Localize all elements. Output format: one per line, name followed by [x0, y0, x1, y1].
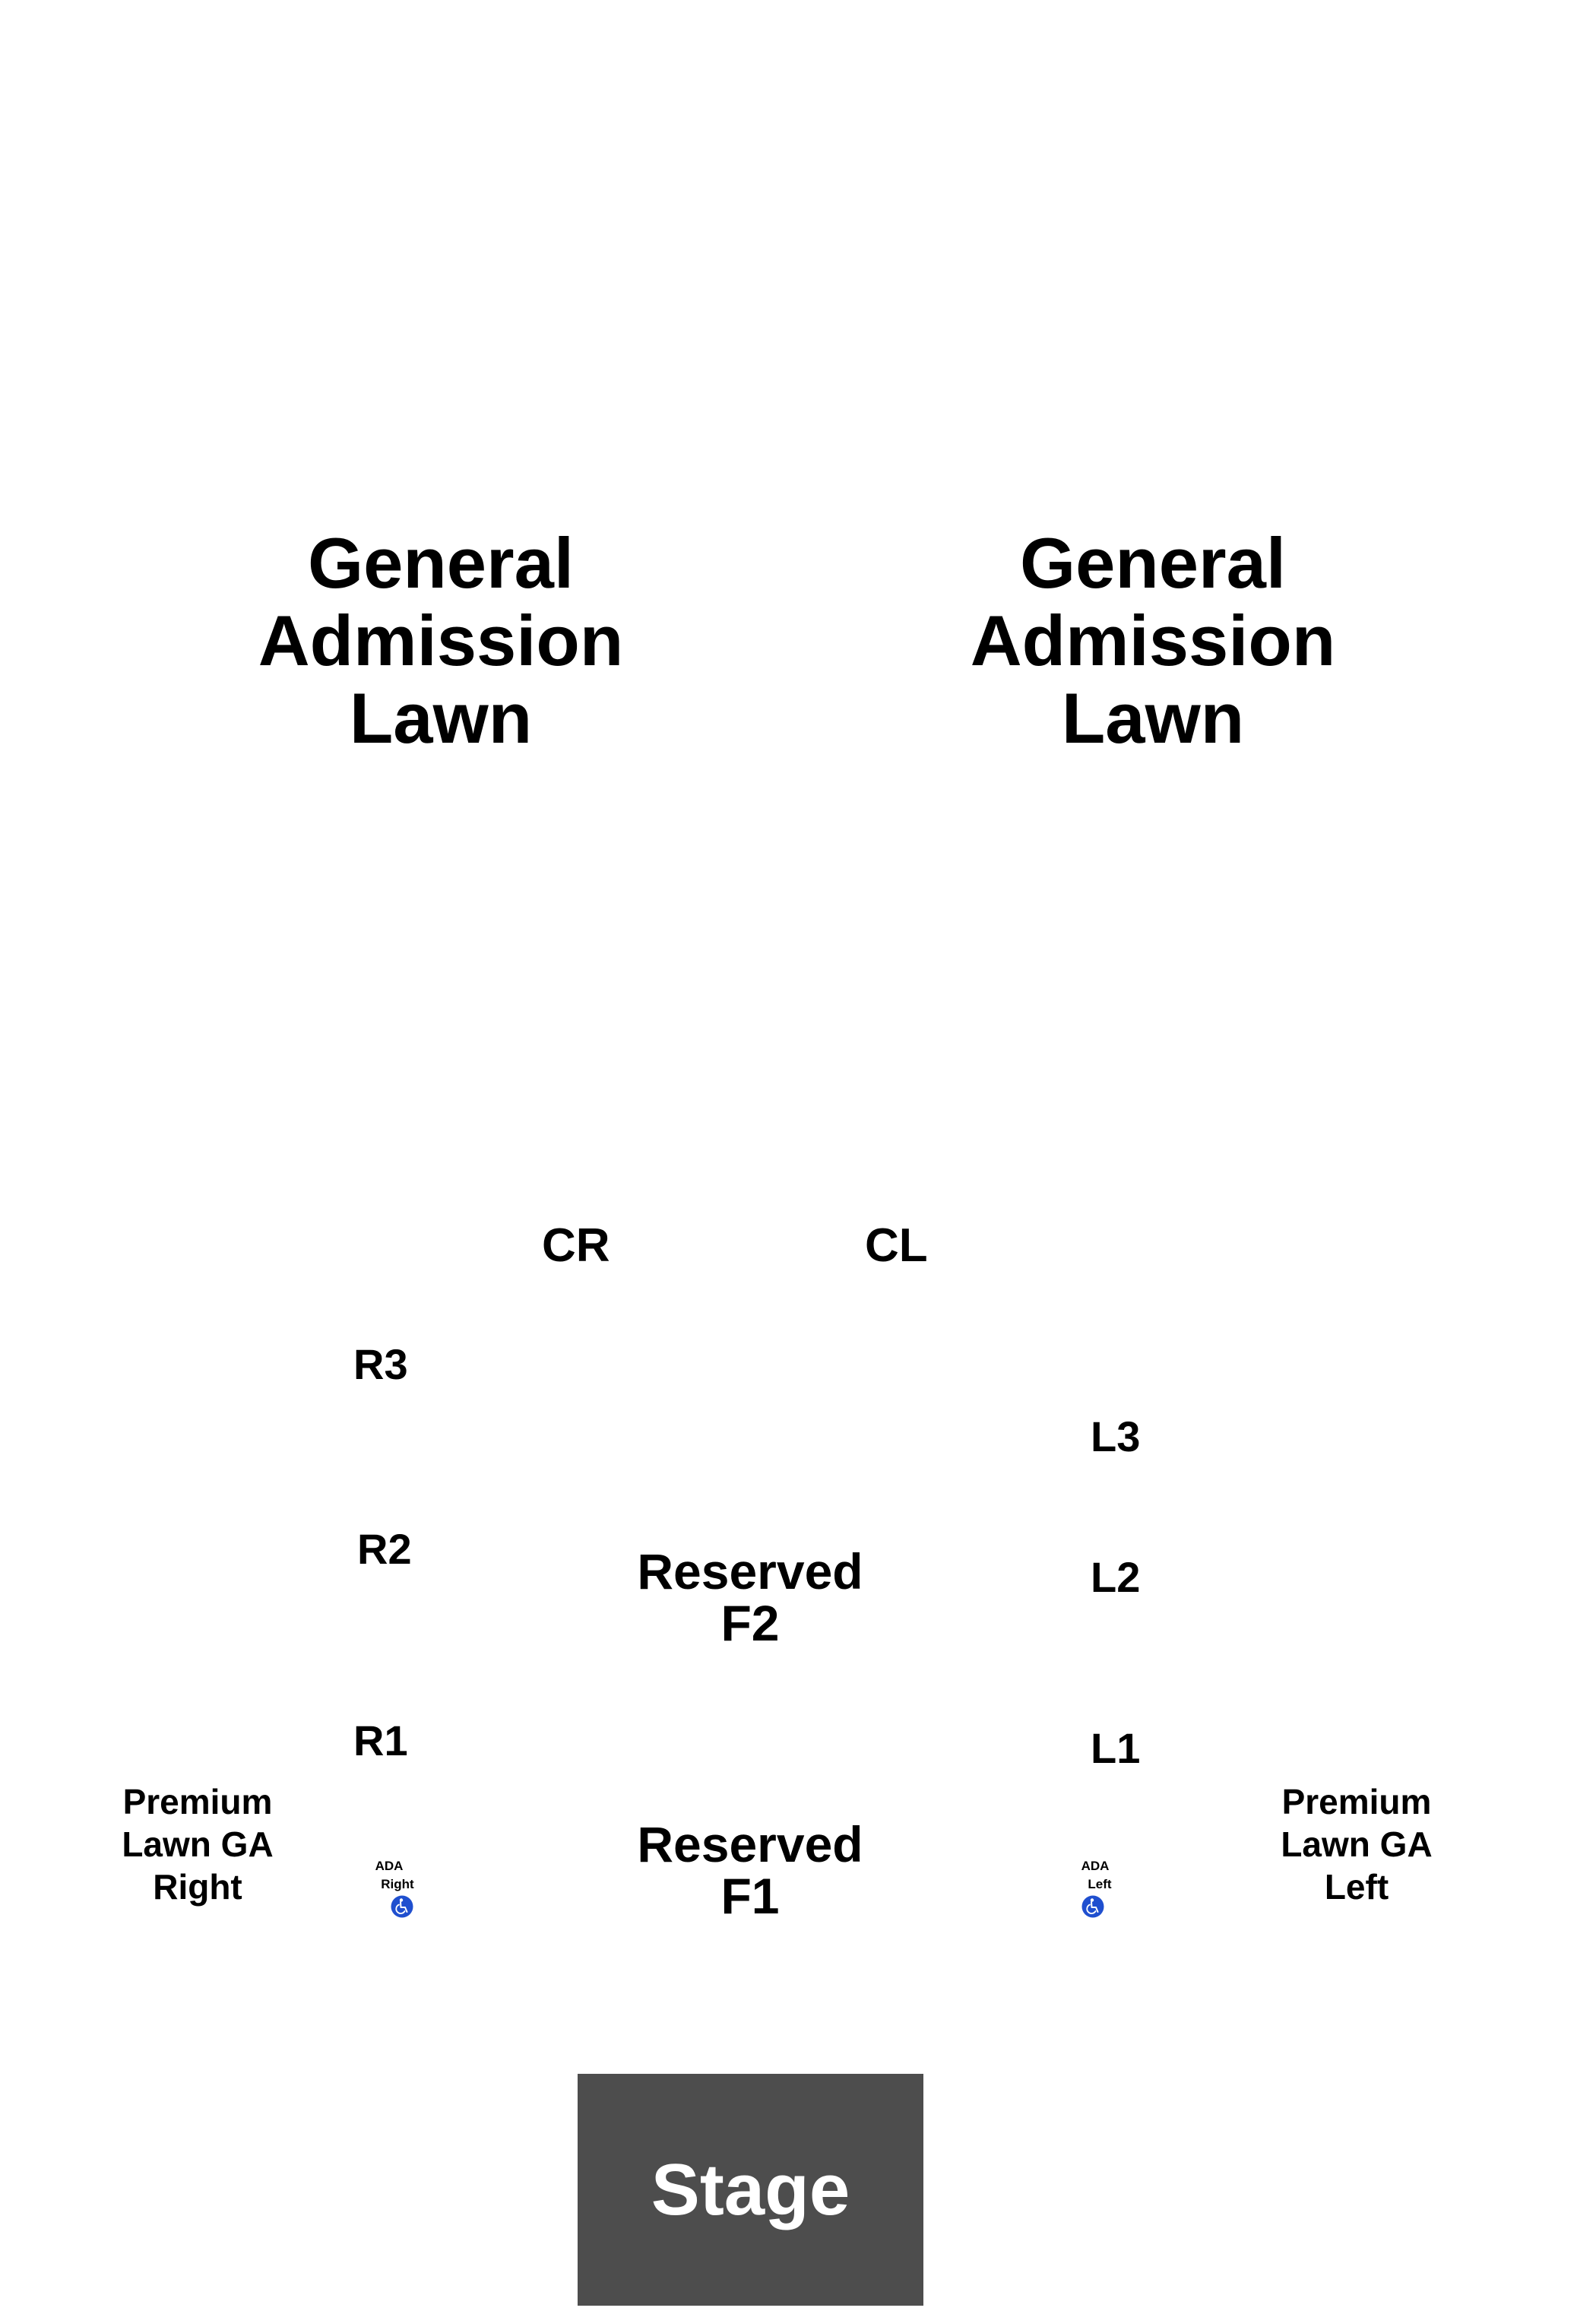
section-label-line: Right	[153, 1867, 242, 1907]
ada-label: ADA	[375, 1859, 404, 1873]
section-reserved-f2[interactable]: Reserved F2	[598, 1545, 902, 1649]
section-label-line: F2	[720, 1595, 780, 1651]
section-label-line: Lawn GA	[122, 1824, 274, 1864]
section-label-line: General	[307, 523, 575, 603]
section-l1[interactable]: L1	[1091, 1724, 1141, 1772]
wheelchair-icon	[391, 1895, 413, 1918]
section-premium-lawn-ga-right[interactable]: Premium Lawn GA Right	[91, 1780, 304, 1908]
section-ada-right[interactable]: ADA Right	[367, 1857, 428, 1918]
section-r1[interactable]: R1	[353, 1717, 408, 1764]
section-label-line: Reserved	[637, 1543, 863, 1599]
stage: Stage	[578, 2074, 923, 2306]
section-r3[interactable]: R3	[353, 1340, 408, 1388]
section-ada-left[interactable]: ADA Left	[1068, 1857, 1129, 1918]
section-label-line: Premium	[122, 1782, 273, 1821]
section-reserved-f1[interactable]: Reserved F1	[598, 1818, 902, 1922]
section-general-admission-lawn-left[interactable]: General Admission Lawn	[940, 525, 1366, 757]
stage-label: Stage	[651, 2148, 850, 2230]
section-premium-lawn-ga-left[interactable]: Premium Lawn GA Left	[1250, 1780, 1463, 1908]
section-label-line: Reserved	[637, 1816, 863, 1872]
section-label-line: Admission	[258, 601, 624, 680]
ada-label: ADA	[1081, 1859, 1110, 1873]
section-label-line: Left	[1324, 1867, 1389, 1907]
section-label-line: Lawn	[1061, 678, 1245, 758]
section-label-line: Admission	[970, 601, 1336, 680]
section-label-line: General	[1019, 523, 1287, 603]
section-label-line: Premium	[1281, 1782, 1432, 1821]
ada-side-label: Left	[1088, 1877, 1112, 1891]
section-cl[interactable]: CL	[865, 1219, 928, 1272]
section-l2[interactable]: L2	[1091, 1553, 1141, 1601]
wheelchair-icon	[1081, 1895, 1104, 1918]
section-cr[interactable]: CR	[542, 1219, 610, 1272]
section-label-line: Lawn	[349, 678, 533, 758]
section-r2[interactable]: R2	[357, 1525, 412, 1573]
section-l3[interactable]: L3	[1091, 1412, 1141, 1460]
section-label-line: Lawn GA	[1281, 1824, 1433, 1864]
section-general-admission-lawn-right[interactable]: General Admission Lawn	[228, 525, 654, 757]
ada-side-label: Right	[381, 1877, 414, 1891]
section-label-line: F1	[720, 1868, 780, 1924]
